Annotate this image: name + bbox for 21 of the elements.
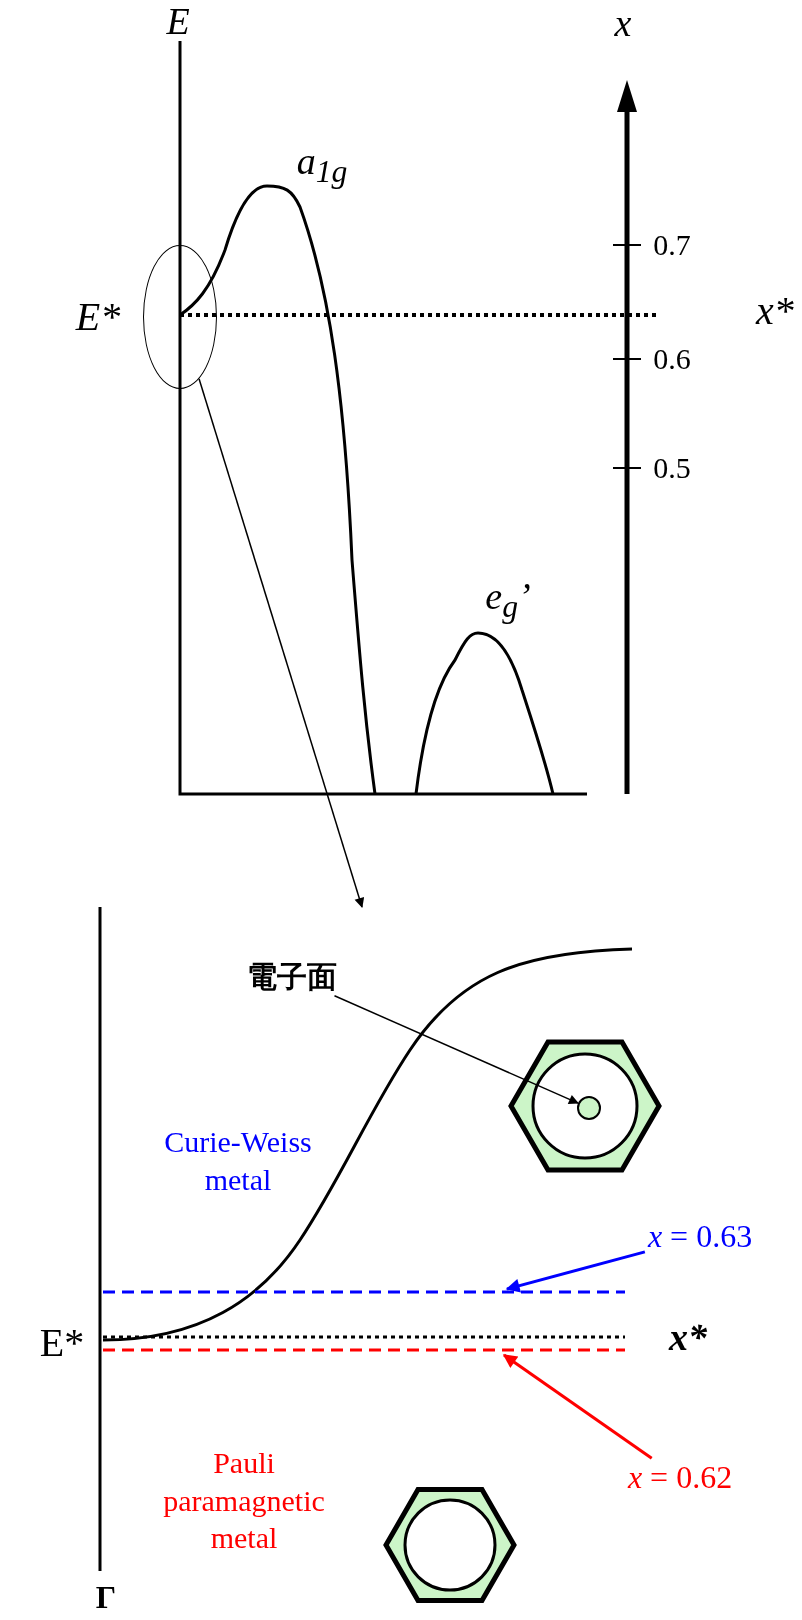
doping-label: x = 0.62 bbox=[627, 1461, 733, 1495]
axis-label: Γ bbox=[95, 1581, 117, 1615]
surface-label: 電子面 bbox=[247, 961, 337, 993]
level-label: x* bbox=[669, 1318, 707, 1358]
level-label: E* bbox=[75, 296, 121, 338]
axis-label: E bbox=[166, 2, 190, 42]
arrow bbox=[502, 1353, 653, 1460]
level-label: E* bbox=[39, 1322, 85, 1364]
tick-label: 0.5 bbox=[653, 452, 691, 484]
arrow bbox=[505, 1250, 646, 1293]
tick-label: 0.7 bbox=[653, 229, 691, 261]
doping-label: x = 0.63 bbox=[647, 1220, 753, 1254]
axis-label: x bbox=[614, 4, 632, 44]
band-label: e$_{g}$’ bbox=[485, 576, 531, 624]
phase-label: Pauli paramagnetic metal bbox=[162, 1444, 326, 1556]
band-label: a$_{1g}$ bbox=[296, 141, 348, 189]
phase-label: Curie-Weiss metal bbox=[163, 1123, 313, 1197]
tick-label: 0.6 bbox=[653, 343, 691, 375]
level-label: x* bbox=[756, 290, 794, 332]
leader-line bbox=[333, 995, 579, 1105]
arrow bbox=[198, 378, 365, 908]
